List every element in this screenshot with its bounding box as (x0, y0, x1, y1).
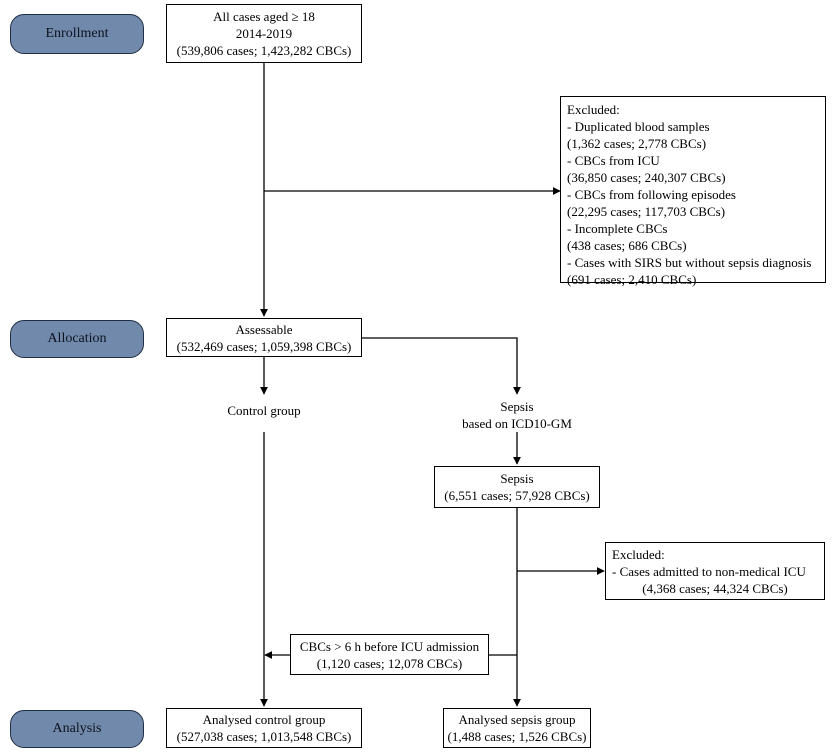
excluded-1-line-7: (22,295 cases; 117,703 CBCs) (567, 204, 726, 219)
sepsis-line-1: Sepsis (500, 471, 534, 486)
box-assessable: Assessable (532,469 cases; 1,059,398 CBC… (166, 318, 362, 357)
analysed-sepsis-line-1: Analysed sepsis group (458, 712, 576, 727)
stage-analysis: Analysis (10, 710, 144, 748)
cbcs-before-icu-line-2: (1,120 cases; 12,078 CBCs) (316, 655, 463, 671)
analysed-sepsis-line-2: (1,488 cases; 1,526 CBCs) (447, 729, 587, 744)
assessable-line-1: Assessable (235, 321, 293, 337)
excluded-1-line-9: (438 cases; 686 CBCs) (567, 238, 687, 253)
all-cases-line-1: All cases aged ≥ 18 (213, 9, 315, 24)
box-analysed-sepsis: Analysed sepsis group (1,488 cases; 1,52… (443, 708, 591, 748)
excluded-1-line-11: (691 cases; 2,410 CBCs) (567, 272, 697, 287)
stage-analysis-label: Analysis (52, 721, 102, 736)
cbcs-before-icu-line-1: CBCs > 6 h before ICU admission (299, 638, 480, 654)
excluded-1-line-4: - CBCs from ICU (567, 153, 660, 168)
excluded-2-line-1: Excluded: (612, 546, 665, 562)
sepsis-line-2: (6,551 cases; 57,928 CBCs) (444, 488, 590, 503)
analysed-control-line-2: (527,038 cases; 1,013,548 CBCs) (176, 729, 352, 744)
sepsis-icd-line-1: Sepsis (500, 399, 534, 414)
all-cases-line-2: 2014-2019 (235, 26, 293, 41)
excluded-1-line-1: Excluded: (567, 102, 620, 117)
all-cases-line-3: (539,806 cases; 1,423,282 CBCs) (176, 43, 352, 58)
box-sepsis: Sepsis (6,551 cases; 57,928 CBCs) (434, 466, 600, 508)
stage-allocation-label: Allocation (47, 331, 107, 346)
box-excluded-1: Excluded: - Duplicated blood samples (1,… (560, 96, 826, 287)
excluded-1-line-2: - Duplicated blood samples (567, 119, 710, 134)
arrow-assessable-to-sepsis (362, 337, 521, 395)
box-cbcs-before-icu: CBCs > 6 h before ICU admission (1,120 c… (290, 634, 489, 675)
sepsis-icd-line-2: based on ICD10-GM (462, 416, 572, 431)
stage-enrollment: Enrollment (10, 14, 144, 54)
excluded-1-line-8: - Incomplete CBCs (567, 221, 668, 236)
excluded-1-line-6: - CBCs from following episodes (567, 187, 736, 202)
box-all-cases: All cases aged ≥ 18 2014-2019 (539,806 c… (166, 4, 362, 63)
control-group-text: Control group (227, 403, 301, 418)
stage-enrollment-label: Enrollment (45, 26, 109, 41)
stage-allocation: Allocation (10, 320, 144, 358)
excluded-1-line-10: - Cases with SIRS but without sepsis dia… (567, 255, 812, 270)
box-analysed-control: Analysed control group (527,038 cases; 1… (166, 708, 362, 748)
label-control-group: Control group (194, 402, 334, 419)
excluded-2-line-2: - Cases admitted to non-medical ICU (612, 563, 806, 579)
excluded-1-line-3: (1,362 cases; 2,778 CBCs) (567, 136, 707, 151)
analysed-control-line-1: Analysed control group (202, 712, 326, 727)
label-sepsis-icd: Sepsis based on ICD10-GM (437, 398, 597, 432)
excluded-2-line-3: (4,368 cases; 44,324 CBCs) (642, 580, 788, 596)
box-excluded-2: Excluded: - Cases admitted to non-medica… (605, 542, 825, 600)
assessable-line-2: (532,469 cases; 1,059,398 CBCs) (176, 338, 352, 354)
excluded-1-line-5: (36,850 cases; 240,307 CBCs) (567, 170, 726, 185)
